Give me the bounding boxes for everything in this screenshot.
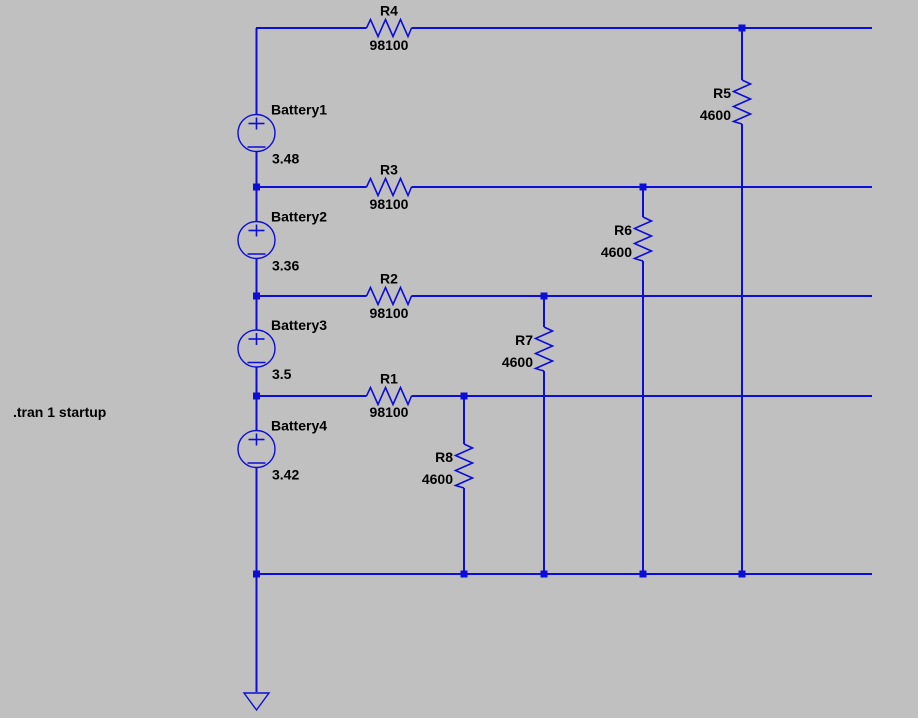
junction-dot — [639, 183, 647, 191]
resistor-r1-name[interactable]: R1 — [380, 371, 398, 387]
battery4-value[interactable]: 3.42 — [272, 467, 299, 483]
junction-dots — [253, 24, 746, 578]
resistor-r2-value[interactable]: 98100 — [370, 305, 409, 321]
battery3-name[interactable]: Battery3 — [271, 317, 327, 333]
junction-dot — [253, 292, 260, 300]
resistor-r5-name[interactable]: R5 — [713, 85, 731, 101]
resistor-r1-value[interactable]: 98100 — [370, 404, 409, 420]
battery1-value[interactable]: 3.48 — [272, 151, 299, 167]
resistor-zigzag — [632, 216, 654, 262]
ground-symbol[interactable] — [242, 692, 271, 712]
resistor-zigzag — [453, 443, 475, 489]
battery2-name[interactable]: Battery2 — [271, 209, 327, 225]
resistor-r7-name[interactable]: R7 — [515, 332, 533, 348]
junction-dot — [639, 570, 647, 578]
resistor-r8-symbol[interactable] — [453, 443, 475, 489]
junction-dot — [540, 292, 548, 300]
resistor-zigzag — [365, 285, 413, 307]
resistor-r2-symbol[interactable] — [365, 285, 413, 307]
labels: .tran 1 startup R4 98100 R3 98100 R2 981… — [13, 3, 731, 488]
junction-dot — [540, 570, 548, 578]
battery3-value[interactable]: 3.5 — [272, 366, 292, 382]
resistor-r4-name[interactable]: R4 — [380, 3, 398, 19]
resistor-r3-name[interactable]: R3 — [380, 162, 398, 178]
resistor-r7-symbol[interactable] — [533, 326, 555, 372]
resistor-r1-symbol[interactable] — [365, 385, 413, 407]
resistor-r7-value[interactable]: 4600 — [502, 354, 533, 370]
junction-dot — [738, 24, 746, 32]
resistor-r6-symbol[interactable] — [632, 216, 654, 262]
resistor-zigzag — [533, 326, 555, 372]
junction-dot — [253, 183, 260, 191]
battery2-symbol[interactable] — [237, 220, 276, 260]
battery-body — [237, 429, 276, 469]
battery2-value[interactable]: 3.36 — [272, 258, 299, 274]
battery4-name[interactable]: Battery4 — [271, 418, 327, 434]
battery-body — [237, 113, 276, 153]
resistor-r3-value[interactable]: 98100 — [370, 196, 409, 212]
resistor-r5-value[interactable]: 4600 — [700, 107, 731, 123]
resistor-r5-symbol[interactable] — [731, 79, 753, 125]
resistor-r2-name[interactable]: R2 — [380, 271, 398, 287]
junction-dot — [460, 392, 468, 400]
battery4-symbol[interactable] — [237, 429, 276, 469]
resistor-r4-symbol[interactable] — [365, 17, 413, 39]
battery1-name[interactable]: Battery1 — [271, 102, 327, 118]
resistor-zigzag — [731, 79, 753, 125]
spice-directive-text[interactable]: .tran 1 startup — [13, 404, 106, 420]
battery3-symbol[interactable] — [237, 329, 276, 368]
resistor-r8-name[interactable]: R8 — [435, 449, 453, 465]
resistor-zigzag — [365, 385, 413, 407]
junction-dot — [253, 392, 260, 400]
battery-body — [237, 220, 276, 260]
junction-dot — [253, 570, 260, 578]
resistor-r4-value[interactable]: 98100 — [370, 37, 409, 53]
junction-dot — [738, 570, 746, 578]
wires — [255, 27, 872, 692]
junction-dot — [460, 570, 468, 578]
resistor-r3-symbol[interactable] — [365, 176, 413, 198]
resistor-r8-value[interactable]: 4600 — [422, 471, 453, 487]
battery1-symbol[interactable] — [237, 113, 276, 153]
resistor-zigzag — [365, 176, 413, 198]
resistor-zigzag — [365, 17, 413, 39]
resistor-r6-value[interactable]: 4600 — [601, 244, 632, 260]
ground-triangle-icon — [242, 692, 271, 712]
battery-body — [237, 329, 276, 368]
resistor-r6-name[interactable]: R6 — [614, 222, 632, 238]
